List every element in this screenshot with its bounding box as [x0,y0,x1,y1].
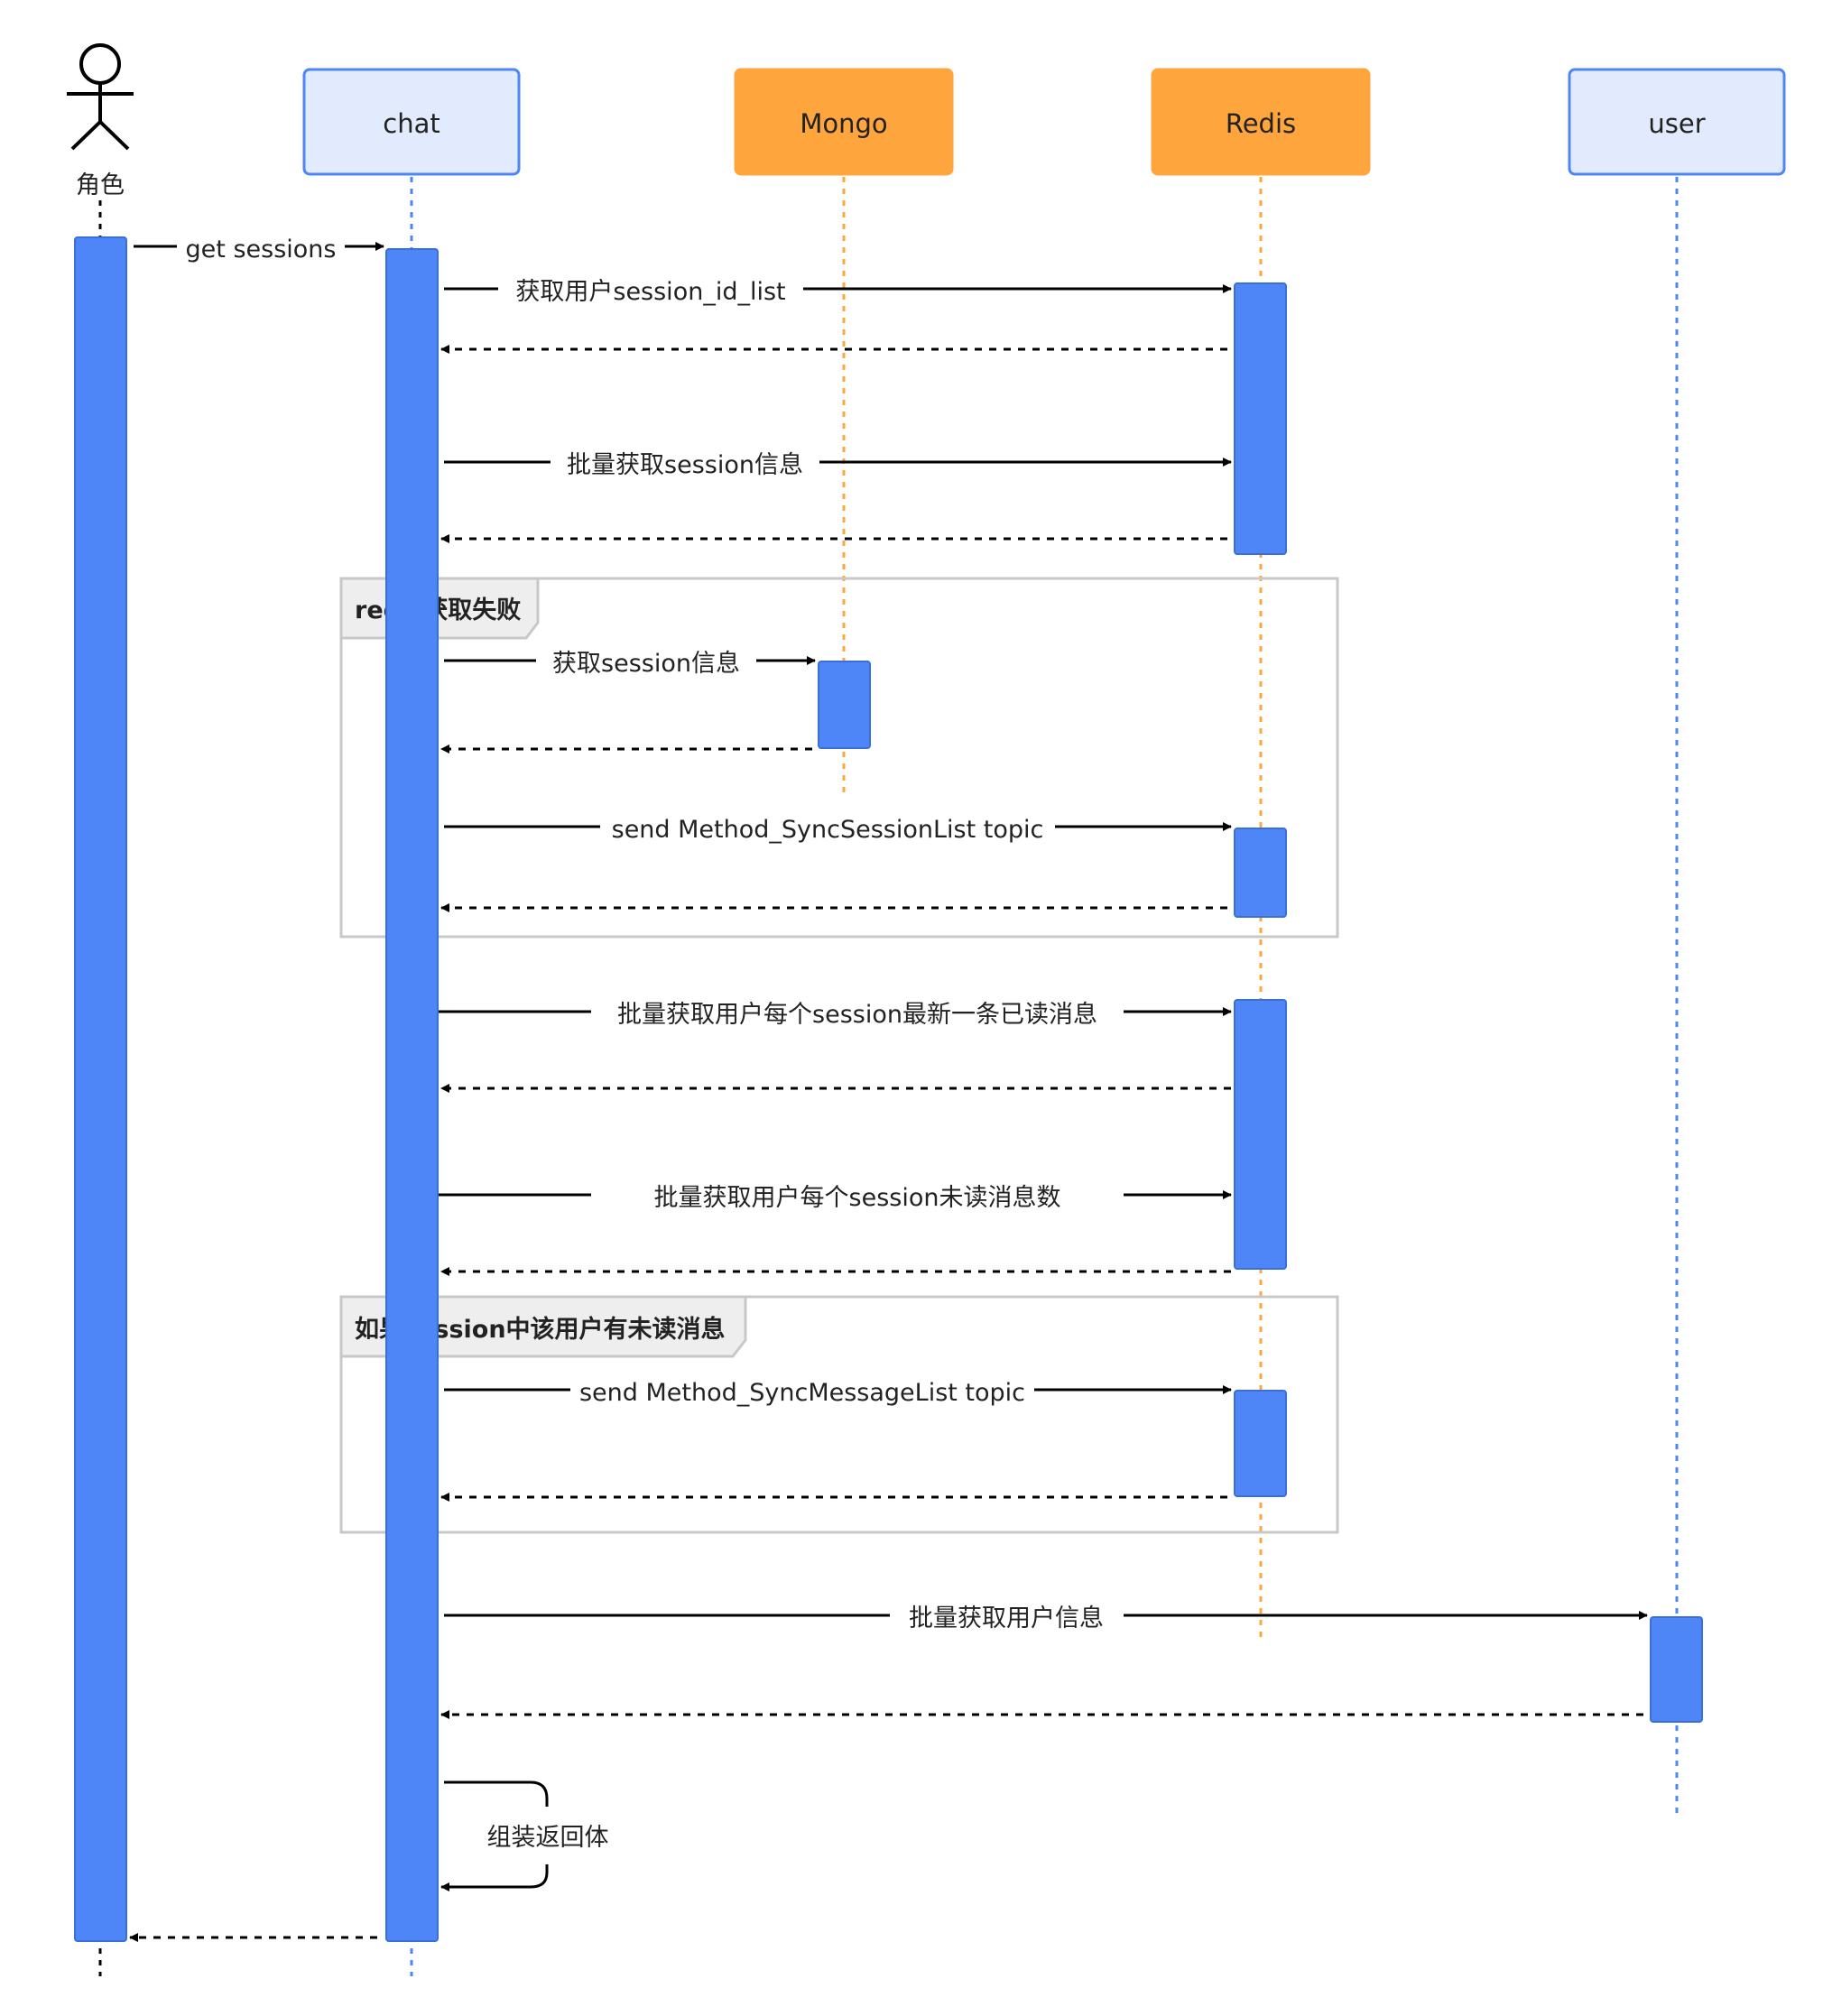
participant-actor[interactable]: 角色 [67,43,134,199]
activation-redis-4 [1234,1390,1287,1497]
activation-chat [385,248,439,1942]
fragment-frame [339,577,1339,939]
messages: get sessions 获取用户session_id_list 批量获取ses… [129,236,1648,1942]
participant-box [1568,68,1786,176]
participant-box [734,68,954,176]
message-label: 批量获取用户信息 [909,1604,1104,1632]
message-label: 组装返回体 [487,1824,609,1852]
participant-label: user [1648,108,1705,139]
message-get-session-id-list: 获取用户session_id_list [444,278,1232,306]
message-mongo-session-info: 获取session信息 [444,650,816,678]
fragment-label-tab [339,1295,747,1358]
participant-box [302,68,521,176]
participant-label: chat [383,108,440,139]
message-label: 批量获取session信息 [567,451,803,479]
activation-redis-3 [1234,999,1287,1270]
participant-redis[interactable]: Redis [1151,68,1371,176]
participant-mongo[interactable]: Mongo [734,68,954,176]
message-sync-message-list: send Method_SyncMessageList topic [444,1379,1232,1407]
activation-user [1650,1616,1703,1723]
fragment-frame [339,1295,1339,1534]
participant-chat[interactable]: chat [302,68,521,176]
message-label: get sessions [186,236,337,264]
activation-redis-1 [1234,282,1287,555]
message-batch-user-info: 批量获取用户信息 [444,1604,1648,1632]
message-batch-session-info: 批量获取session信息 [444,451,1232,479]
message-label: send Method_SyncMessageList topic [579,1379,1025,1407]
fragment-unread: 如果session中该用户有未读消息 [339,1295,1339,1534]
fragment-redis-fail: redis获取失败 [339,577,1339,939]
message-latest-read: 批量获取用户每个session最新一条已读消息 [439,1001,1232,1029]
activation-redis-2 [1234,828,1287,918]
message-label: 批量获取用户每个session未读消息数 [654,1184,1061,1212]
message-label: 批量获取用户每个session最新一条已读消息 [617,1001,1097,1029]
actor-icon [67,43,134,151]
message-assemble-response: 组装返回体 [440,1780,609,1891]
message-label: send Method_SyncSessionList topic [612,816,1044,844]
participant-box [1151,68,1371,176]
message-unread-count: 批量获取用户每个session未读消息数 [439,1184,1232,1212]
activation-actor [74,236,127,1942]
actor-label: 角色 [76,171,125,199]
participant-user[interactable]: user [1568,68,1786,176]
message-label: 获取用户session_id_list [515,278,785,306]
participant-label: Redis [1226,108,1296,139]
activations [74,236,1703,1942]
activation-mongo [818,661,871,749]
message-get-sessions: get sessions [134,236,384,264]
message-sync-session-list: send Method_SyncSessionList topic [444,816,1232,844]
message-label: 获取session信息 [552,650,740,678]
lifelines [98,177,1679,1976]
participant-label: Mongo [800,108,887,139]
